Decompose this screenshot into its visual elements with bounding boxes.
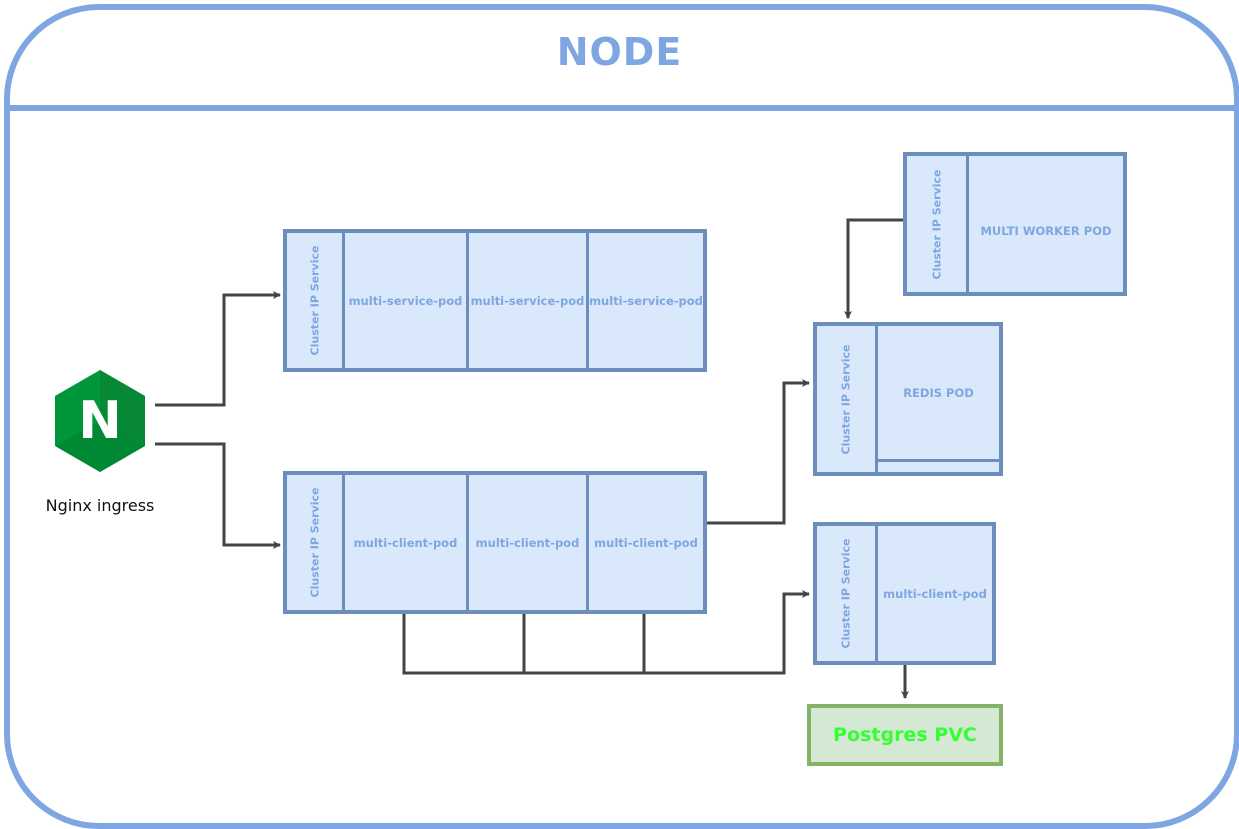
client-pod-3: multi-client-pod — [586, 475, 703, 610]
redis-pod: REDIS POD — [878, 326, 999, 462]
redis-pod-group: Cluster IP Service REDIS POD — [813, 322, 1003, 476]
postgres-pvc: Postgres PVC — [807, 704, 1003, 766]
service-pod-2: multi-service-pod — [466, 233, 586, 368]
connector-worker-to-redis — [844, 218, 903, 319]
node-frame — [4, 4, 1239, 829]
connector-nginx-to-service-group — [155, 291, 281, 407]
service-pod-3: multi-service-pod — [586, 233, 703, 368]
cluster-ip-service-label: Cluster IP Service — [817, 326, 878, 472]
connector-nginx-to-client-group — [155, 442, 281, 549]
service-pod-1: multi-service-pod — [348, 293, 463, 308]
client-pod-2: multi-client-pod — [466, 475, 586, 610]
multi-worker-pod: MULTI WORKER POD — [980, 224, 1112, 238]
postgres-service-group: Cluster IP Service multi-client-pod — [813, 522, 996, 665]
node-title: NODE — [556, 30, 683, 74]
worker-pod-group: Cluster IP Service MULTI WORKER POD — [903, 152, 1127, 296]
nginx-logo-letter: N — [78, 391, 122, 451]
cluster-ip-service-label: Cluster IP Service — [907, 156, 969, 292]
postgres-client-pod: multi-client-pod — [883, 586, 987, 601]
connector-client-to-redis — [707, 379, 810, 525]
node-header-divider — [4, 105, 1239, 111]
client-pod-1: multi-client-pod — [353, 535, 458, 550]
nginx-ingress-label: Nginx ingress — [45, 496, 155, 515]
cluster-ip-service-label: Cluster IP Service — [287, 233, 345, 368]
connector-client-bus — [402, 590, 810, 675]
client-pod-group: Cluster IP Service multi-client-pod mult… — [283, 471, 707, 614]
service-pod-group: Cluster IP Service multi-service-pod mul… — [283, 229, 707, 372]
nginx-logo-icon: N — [55, 370, 145, 472]
cluster-ip-service-label: Cluster IP Service — [287, 475, 345, 610]
cluster-ip-service-label: Cluster IP Service — [817, 526, 878, 661]
